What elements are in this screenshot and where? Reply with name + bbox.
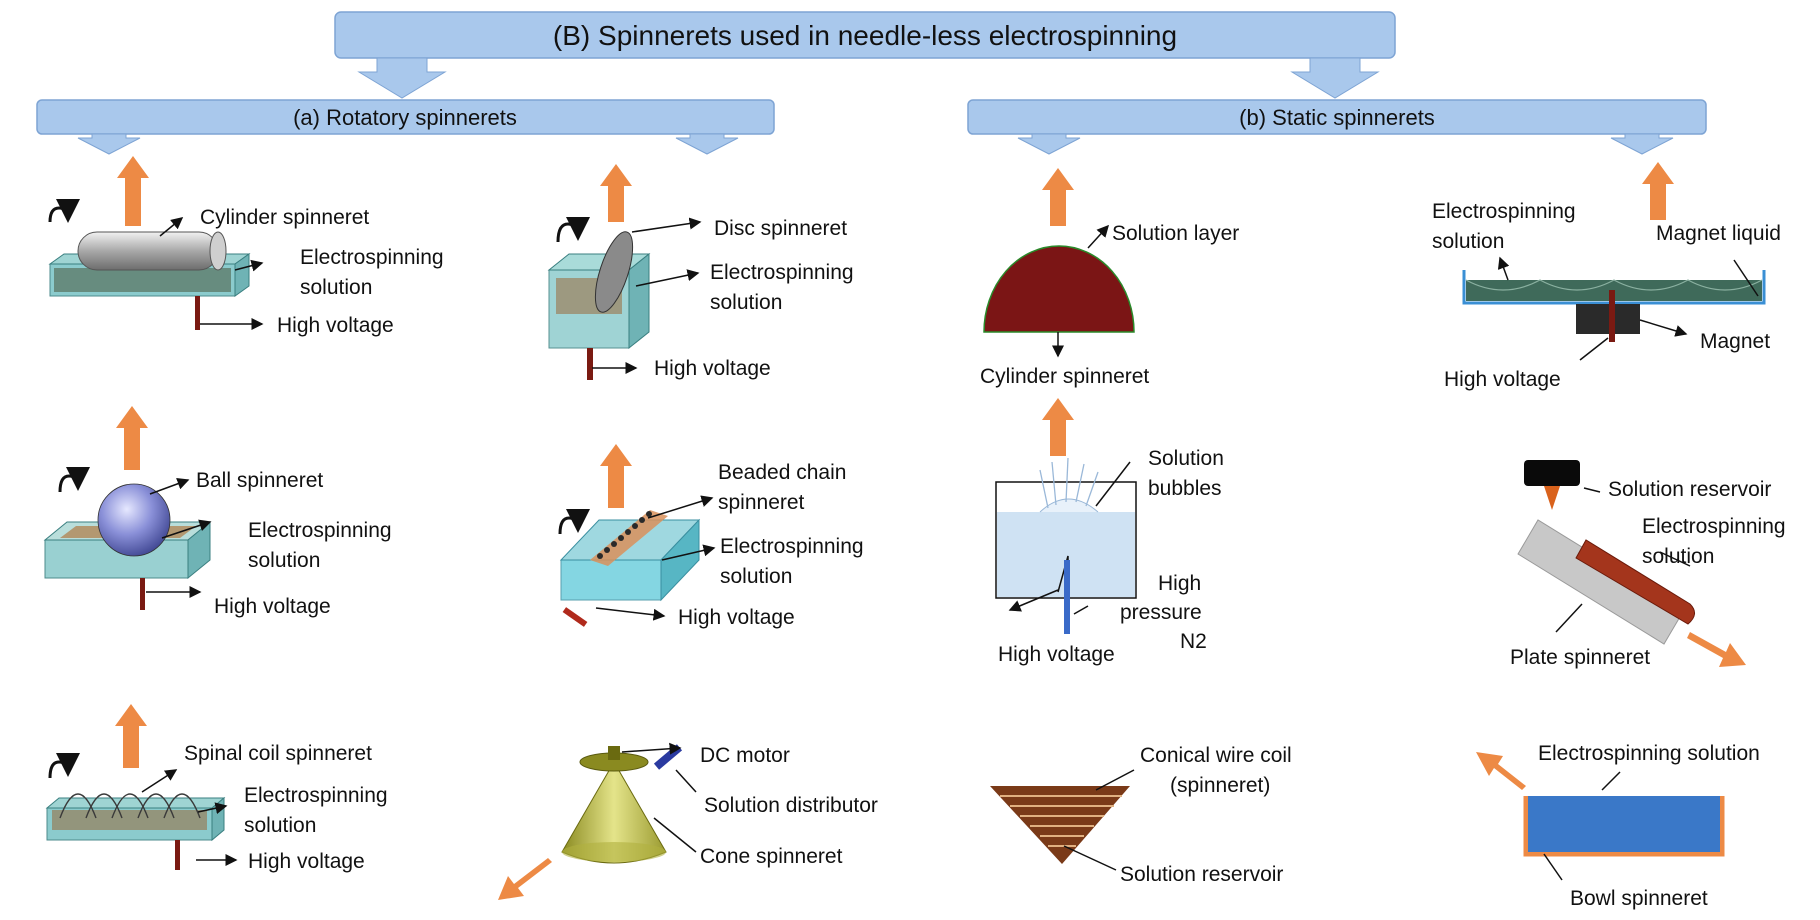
jet-arrow-icon: [115, 704, 147, 768]
ball-spinneret-label: Ball spinneret: [196, 469, 323, 492]
solution-bubbles-figure: [995, 398, 1137, 634]
magnet-high-voltage-label: High voltage: [1444, 368, 1561, 391]
beaded-chain-label-line1: Beaded chain: [718, 461, 846, 484]
conical-wire-coil-label-line2: (spinneret): [1170, 774, 1270, 797]
jet-arrow-icon: [117, 156, 149, 226]
spinal-coil-label: Spinal coil spinneret: [184, 742, 372, 765]
plate-spinneret-label: Plate spinneret: [1510, 646, 1650, 669]
title-banner: (B) Spinnerets used in needle-less elect…: [334, 11, 1396, 59]
rotation-arrow-icon: [48, 198, 80, 223]
beaded-chain-label-line2: spinneret: [718, 491, 805, 514]
rotation-arrow-icon: [48, 752, 80, 779]
jet-arrow-icon: [600, 164, 632, 222]
magnet-liquid-label: Magnet liquid: [1656, 222, 1781, 245]
conical-wire-coil-figure: [990, 786, 1130, 864]
disc-high-voltage-label: High voltage: [654, 357, 771, 380]
cylinder-electrospinning-label: Electrospinning: [300, 246, 444, 269]
solution-layer-label: Solution layer: [1112, 222, 1239, 245]
jet-arrow-icon: [498, 858, 552, 900]
beaded-chain-spinneret-figure: [558, 444, 701, 627]
static-left-arrow: [1017, 133, 1081, 155]
cylinder-spinneret-label: Cylinder spinneret: [200, 206, 369, 229]
high-pressure-label-line2: pressure: [1120, 601, 1202, 624]
jet-arrow-icon: [600, 444, 632, 508]
beaded-high-voltage-label: High voltage: [678, 606, 795, 629]
jet-arrow-icon: [116, 406, 148, 470]
ball-solution-label: solution: [248, 549, 320, 572]
disc-spinneret-figure: [547, 164, 651, 380]
plate-solution-label: solution: [1642, 545, 1714, 568]
jet-arrow-icon: [1687, 632, 1746, 667]
cylinder-high-voltage-label: High voltage: [277, 314, 394, 337]
title-down-arrow-left: [357, 57, 447, 99]
diagram-title: (B) Spinnerets used in needle-less elect…: [553, 20, 1177, 51]
solution-bubbles-label-line1: Solution: [1148, 447, 1224, 470]
cylinder-spinneret-figure: [48, 156, 251, 330]
plate-spinneret-figure: [1517, 460, 1746, 667]
jet-arrow-icon: [1042, 398, 1074, 456]
plate-electrospinning-label: Electrospinning: [1642, 515, 1786, 538]
title-down-arrow-right: [1290, 57, 1380, 99]
disc-electrospinning-label: Electrospinning: [710, 261, 854, 284]
conical-reservoir-label: Solution reservoir: [1120, 863, 1283, 886]
ball-high-voltage-label: High voltage: [214, 595, 331, 618]
dc-motor-label: DC motor: [700, 744, 790, 767]
disc-solution-label: solution: [710, 291, 782, 314]
conical-wire-coil-label-line1: Conical wire coil: [1140, 744, 1292, 767]
magnet-electrospinning-label: Electrospinning: [1432, 200, 1576, 223]
spinal-coil-spinneret-figure: [45, 704, 226, 870]
static-right-arrow: [1610, 133, 1674, 155]
rotatory-banner: (a) Rotatory spinnerets: [36, 99, 775, 135]
cone-spinneret-label: Cone spinneret: [700, 845, 843, 868]
rotatory-left-arrow: [77, 133, 141, 155]
cylinder-solution-label: solution: [300, 276, 372, 299]
cone-spinneret-figure: [498, 744, 683, 900]
high-pressure-label-line3: N2: [1180, 630, 1207, 653]
magnet-solution-label: solution: [1432, 230, 1504, 253]
high-pressure-label-line1: High: [1158, 572, 1201, 595]
ball-electrospinning-label: Electrospinning: [248, 519, 392, 542]
rotatory-heading: (a) Rotatory spinnerets: [293, 105, 517, 130]
static-banner: (b) Static spinnerets: [967, 99, 1707, 135]
disc-spinneret-label: Disc spinneret: [714, 217, 847, 240]
static-cylinder-figure: [983, 168, 1135, 333]
beaded-electrospinning-label: Electrospinning: [720, 535, 864, 558]
jet-arrow-icon: [1642, 162, 1674, 220]
beaded-solution-label: solution: [720, 565, 792, 588]
rotatory-right-arrow: [675, 133, 739, 155]
magnet-liquid-figure: [1462, 162, 1766, 342]
plate-reservoir-label: Solution reservoir: [1608, 478, 1771, 501]
cylinder-pointer: [159, 217, 184, 237]
bowl-spinneret-figure: [1476, 752, 1725, 857]
ball-spinneret-figure: [43, 406, 212, 610]
coil-solution-label: solution: [244, 814, 316, 837]
bowl-electrospinning-solution-label: Electrospinning solution: [1538, 742, 1760, 765]
static-cylinder-spinneret-label: Cylinder spinneret: [980, 365, 1149, 388]
magnet-label: Magnet: [1700, 330, 1770, 353]
static-heading: (b) Static spinnerets: [1239, 105, 1435, 130]
solution-bubbles-label-line2: bubbles: [1148, 477, 1222, 500]
solution-distributor-label: Solution distributor: [704, 794, 878, 817]
bubbles-high-voltage-label: High voltage: [998, 643, 1115, 666]
rotation-arrow-icon: [558, 508, 590, 535]
coil-electrospinning-label: Electrospinning: [244, 784, 388, 807]
coil-high-voltage-label: High voltage: [248, 850, 365, 873]
jet-arrow-icon: [1042, 168, 1074, 226]
rotation-arrow-icon: [556, 216, 590, 243]
jet-arrow-icon: [1476, 752, 1526, 790]
rotation-arrow-icon: [58, 466, 90, 493]
bowl-spinneret-label: Bowl spinneret: [1570, 887, 1708, 910]
